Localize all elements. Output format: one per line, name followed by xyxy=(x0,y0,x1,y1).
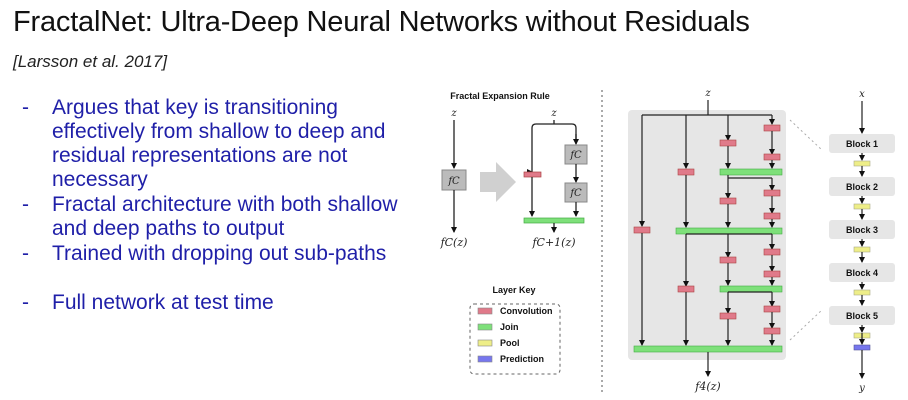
conv-layer xyxy=(763,124,781,132)
pool-layer xyxy=(853,203,871,210)
bullet-marker: - xyxy=(22,291,29,314)
bullet-item: - Full network at test time xyxy=(22,291,422,315)
layer-key-label: Join xyxy=(500,322,519,332)
expansion-output-right: fC+1(z) xyxy=(531,236,575,249)
conv-layer xyxy=(719,312,737,320)
conv-layer xyxy=(677,168,695,176)
conv-layer xyxy=(763,248,781,256)
conv-layer xyxy=(719,139,737,147)
projection-line xyxy=(789,119,823,151)
network-block xyxy=(829,220,895,239)
network-block xyxy=(829,177,895,196)
split-edge xyxy=(531,120,577,172)
conv-layer xyxy=(763,212,781,220)
citation: [Larsson et al. 2017] xyxy=(13,52,168,71)
pool-layer xyxy=(853,246,871,253)
fc-block-label: fC xyxy=(569,150,582,161)
network-input: x xyxy=(859,89,865,100)
conv-layer xyxy=(719,256,737,264)
join-layer xyxy=(719,285,783,293)
conv-layer xyxy=(763,327,781,335)
layer-key-label: Prediction xyxy=(500,354,544,364)
join-layer xyxy=(523,217,585,224)
conv-layer xyxy=(763,153,781,161)
conv-layer xyxy=(719,197,737,205)
network-output: y xyxy=(858,383,865,394)
bullet-text: Fractal architecture with both shallow a… xyxy=(52,193,398,240)
network-block-label: Block 4 xyxy=(846,268,878,278)
bullet-text: Argues that key is transitioning effecti… xyxy=(52,96,386,191)
bullet-marker: - xyxy=(22,242,29,265)
network-block-label: Block 2 xyxy=(846,182,878,192)
layer-key-swatch xyxy=(477,355,493,363)
layer-key-swatch xyxy=(477,307,493,315)
bullet-text: Full network at test time xyxy=(52,291,274,314)
bullet-marker: - xyxy=(22,96,29,119)
fc-block-label: fC xyxy=(447,176,460,187)
bullet-list: - Argues that key is transitioning effec… xyxy=(22,96,422,315)
network-block-label: Block 5 xyxy=(846,311,878,321)
layer-key-swatch xyxy=(477,339,493,347)
bullet-text: Trained with dropping out sub-paths xyxy=(52,242,387,265)
layer-key-title: Layer Key xyxy=(492,285,535,295)
pool-layer xyxy=(853,289,871,296)
expansion-arrow-icon xyxy=(480,162,516,202)
conv-layer xyxy=(633,226,651,234)
network-block-label: Block 3 xyxy=(846,225,878,235)
expansion-input-right: z xyxy=(550,108,557,119)
fractal-graph xyxy=(633,100,783,377)
fractal-input: z xyxy=(704,88,711,99)
conv-layer xyxy=(523,171,542,178)
fractal-output: f4(z) xyxy=(694,380,720,393)
layer-key-label: Convolution xyxy=(500,306,553,316)
network-block xyxy=(829,134,895,153)
conv-layer xyxy=(763,189,781,197)
bullet-item: - Trained with dropping out sub-paths xyxy=(22,242,422,291)
network-block-label: Block 1 xyxy=(846,139,878,149)
join-layer xyxy=(633,345,783,353)
conv-layer xyxy=(677,285,695,293)
bullet-marker: - xyxy=(22,193,29,216)
pool-layer xyxy=(853,160,871,167)
layer-key-label: Pool xyxy=(500,338,520,348)
network-block xyxy=(829,306,895,325)
bullet-item: - Argues that key is transitioning effec… xyxy=(22,96,422,193)
conv-layer xyxy=(763,305,781,313)
expansion-output-left: fC(z) xyxy=(440,236,468,249)
layer-key-swatch xyxy=(477,323,493,331)
join-layer xyxy=(675,227,783,235)
join-layer xyxy=(719,168,783,176)
fractal-block-panel xyxy=(628,110,786,360)
slide-title: FractalNet: Ultra-Deep Neural Networks w… xyxy=(13,6,750,38)
projection-line xyxy=(789,309,823,341)
network-block xyxy=(829,263,895,282)
conv-layer xyxy=(763,270,781,278)
expansion-input-left: z xyxy=(450,108,457,119)
bullet-item: - Fractal architecture with both shallow… xyxy=(22,193,422,242)
expansion-rule-title: Fractal Expansion Rule xyxy=(450,91,550,101)
fc-block-label: fC xyxy=(569,188,582,199)
prediction-layer xyxy=(853,344,871,351)
